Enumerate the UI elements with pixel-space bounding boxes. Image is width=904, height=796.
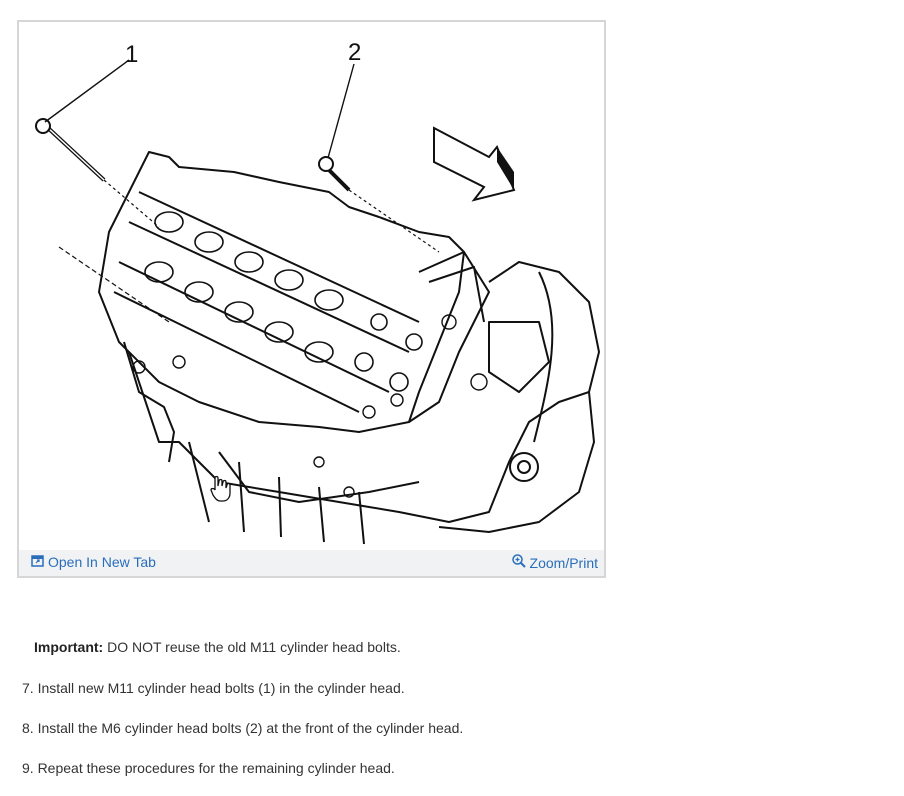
important-note: Important: DO NOT reuse the old M11 cyli… bbox=[34, 639, 401, 655]
external-window-icon bbox=[31, 554, 44, 570]
step-8: 8. Install the M6 cylinder head bolts (2… bbox=[22, 720, 464, 736]
important-text: DO NOT reuse the old M11 cylinder head b… bbox=[103, 639, 401, 655]
callout-1: 1 bbox=[125, 41, 138, 68]
magnifier-plus-icon bbox=[511, 554, 526, 571]
callout-2: 2 bbox=[348, 39, 361, 66]
zoom-print-link[interactable]: Zoom/Print bbox=[511, 554, 598, 571]
figure-toolbar: Open In New Tab Zoom/Print bbox=[19, 550, 604, 576]
hand-cursor-icon bbox=[210, 475, 231, 502]
step-9: 9. Repeat these procedures for the remai… bbox=[22, 760, 395, 776]
figure-container: 1 2 Open In New Tab bbox=[17, 20, 606, 578]
engine-diagram[interactable]: 1 2 bbox=[19, 22, 604, 550]
direction-arrow-icon bbox=[433, 126, 516, 202]
open-in-new-tab-label: Open In New Tab bbox=[48, 554, 156, 570]
zoom-print-label: Zoom/Print bbox=[529, 554, 598, 571]
important-label: Important: bbox=[34, 639, 104, 655]
open-in-new-tab-link[interactable]: Open In New Tab bbox=[31, 554, 156, 570]
step-7: 7. Install new M11 cylinder head bolts (… bbox=[22, 680, 405, 696]
